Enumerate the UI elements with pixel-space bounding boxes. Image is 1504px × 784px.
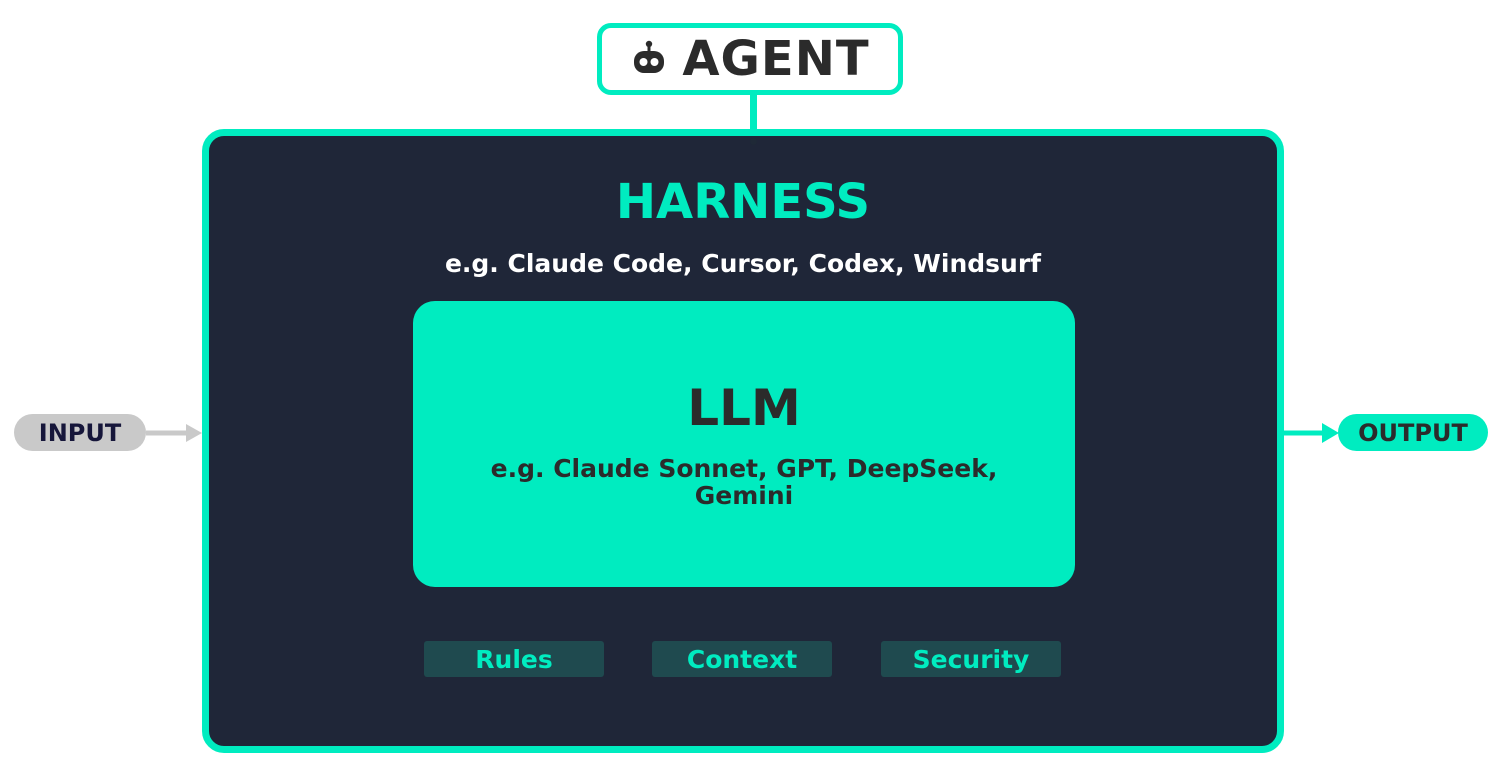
robot-icon — [634, 40, 665, 73]
harness-title: HARNESS — [615, 174, 871, 230]
harness-box: HARNESS e.g. Claude Code, Cursor, Codex,… — [202, 129, 1284, 753]
security-component: Security — [881, 641, 1061, 677]
rules-component: Rules — [424, 641, 604, 677]
agent-connector-dot — [750, 138, 757, 145]
output-arrow-icon — [1284, 423, 1339, 443]
harness-subtitle: e.g. Claude Code, Cursor, Codex, Windsur… — [444, 249, 1042, 278]
llm-subtitle: e.g. Claude Sonnet, GPT, DeepSeek, Gemin… — [490, 454, 998, 510]
llm-box: LLM e.g. Claude Sonnet, GPT, DeepSeek, G… — [413, 301, 1075, 587]
agent-box: AGENT — [597, 23, 903, 95]
input-pill: INPUT — [14, 414, 146, 451]
agent-connector — [750, 95, 757, 139]
llm-title: LLM — [687, 379, 801, 437]
agent-label: AGENT — [682, 31, 870, 87]
input-arrow-icon — [146, 424, 202, 442]
output-pill: OUTPUT — [1338, 414, 1488, 451]
context-component: Context — [652, 641, 832, 677]
